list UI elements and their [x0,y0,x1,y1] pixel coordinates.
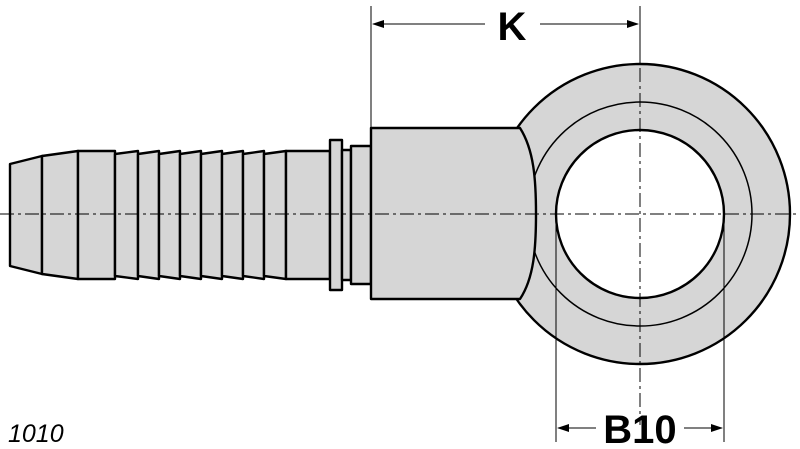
part-code: 1010 [8,420,64,448]
dimension-k [370,6,641,128]
dimension-k-label: K [498,5,527,49]
hose-barb [8,149,332,281]
dimension-b10-label: B10 [603,408,676,449]
dimension-b10 [555,214,725,442]
collar [328,138,373,292]
